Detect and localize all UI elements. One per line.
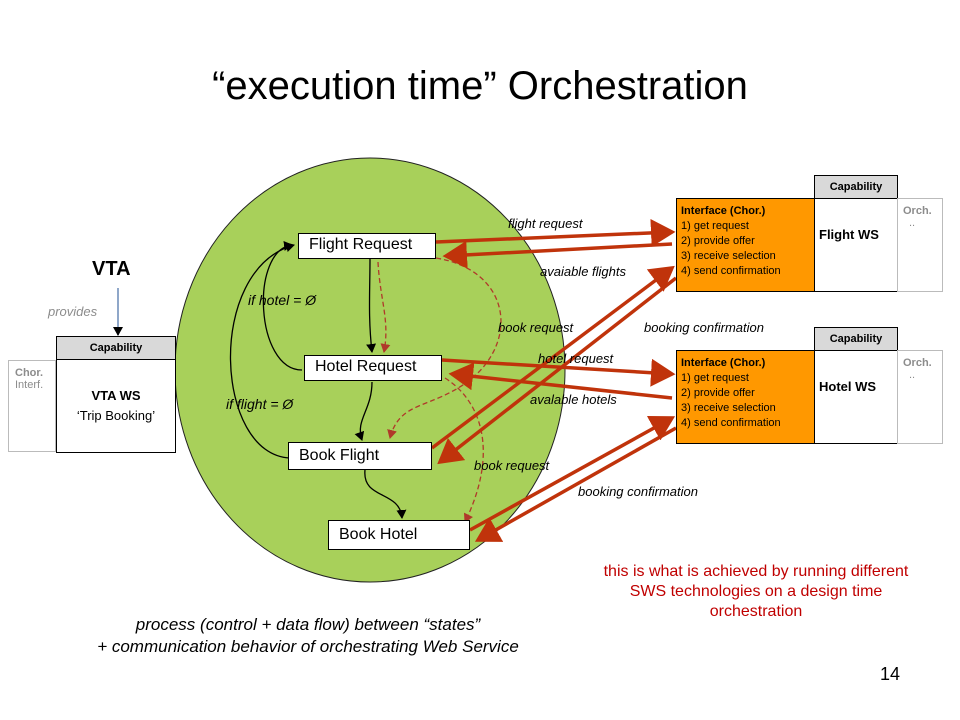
hotel-capability-tab: Capability — [814, 327, 898, 351]
hotel-booking-confirmation-arrow — [474, 426, 677, 542]
flight-orch-label: Orch. — [903, 205, 932, 217]
msg-book-request-hotel: book request — [474, 458, 550, 473]
control-flow-arrow — [364, 469, 407, 519]
page-number: 14 — [880, 664, 901, 684]
flight-step-2: 2) provide offer — [681, 235, 755, 247]
hotel-step-3: 3) receive selection — [681, 402, 776, 414]
available-flights-arrow — [442, 240, 673, 269]
state-flight-request: Flight Request — [298, 233, 436, 259]
flight-interface-title: Interface (Chor.) — [681, 205, 766, 217]
flight-ws-name: Flight WS — [819, 227, 879, 242]
flight-step-1: 1) get request — [681, 220, 749, 232]
data-flow-arrow — [387, 257, 502, 439]
flight-orchestration-box: Orch. .. — [897, 198, 943, 292]
flight-interface-box: Interface (Chor.) 1) get request 2) prov… — [676, 198, 815, 292]
book-flight-request-arrow — [430, 265, 675, 450]
flight-request-arrow — [435, 218, 676, 247]
state-hotel-request: Hotel Request — [304, 355, 442, 381]
hotel-step-2: 2) provide offer — [681, 387, 755, 399]
flight-booking-confirmation-arrow — [437, 276, 678, 465]
condition-flight-empty: if flight = Ø — [226, 396, 294, 412]
flight-ws-box: Flight WS — [814, 198, 898, 292]
hotel-request-arrow — [441, 358, 676, 387]
condition-hotel-empty: if hotel = Ø — [248, 292, 317, 308]
hotel-orch-label: Orch. — [903, 357, 932, 369]
control-flow-arrow — [366, 257, 377, 353]
bottom-caption: process (control + data flow) between “s… — [28, 614, 588, 658]
vta-choreography-interface: Chor. Interf. — [8, 360, 56, 452]
hotel-orchestration-box: Orch. .. — [897, 350, 943, 444]
state-book-flight: Book Flight — [288, 442, 432, 470]
hotel-ws-box: Hotel WS — [814, 350, 898, 444]
data-flow-arrow — [377, 261, 391, 353]
msg-available-hotels: avalable hotels — [530, 392, 617, 407]
hotel-step-4: 4) send confirmation — [681, 417, 781, 429]
flight-step-4: 4) send confirmation — [681, 265, 781, 277]
control-flow-arrow — [354, 381, 373, 441]
msg-available-flights: avaiable flights — [540, 264, 626, 279]
flight-orch-dots: .. — [909, 217, 916, 229]
state-book-hotel: Book Hotel — [328, 520, 470, 550]
hotel-step-1: 1) get request — [681, 372, 749, 384]
chor-label: Chor. — [15, 367, 44, 379]
hotel-ws-name: Hotel WS — [819, 379, 877, 394]
vta-capability-tab: Capability — [56, 336, 176, 360]
slide-title: “execution time” Orchestration — [212, 64, 748, 108]
vta-ws-subtitle: ‘Trip Booking’ — [76, 408, 156, 423]
interf-label: Interf. — [15, 379, 44, 391]
msg-booking-confirmation-hotel: booking confirmation — [578, 484, 698, 499]
hotel-interface-box: Interface (Chor.) 1) get request 2) prov… — [676, 350, 815, 444]
msg-hotel-request: hotel request — [538, 351, 614, 366]
loop-if-flight-empty — [229, 242, 295, 459]
msg-book-request-flight: book request — [498, 320, 574, 335]
note-text: this is what is achieved by running diff… — [603, 563, 909, 620]
msg-booking-confirmation-flight: booking confirmation — [644, 320, 764, 335]
vta-ws-box: VTA WS ‘Trip Booking’ — [56, 359, 176, 453]
caption-line-2: + communication behavior of orchestratin… — [97, 637, 519, 656]
vta-label: VTA — [92, 258, 131, 280]
provides-label: provides — [48, 304, 98, 319]
hotel-orch-dots: .. — [909, 369, 916, 381]
hotel-interface-title: Interface (Chor.) — [681, 357, 766, 369]
available-hotels-arrow — [448, 362, 673, 400]
msg-flight-request: flight request — [508, 216, 583, 231]
flight-capability-tab: Capability — [814, 175, 898, 199]
flight-step-3: 3) receive selection — [681, 250, 776, 262]
book-hotel-request-arrow — [469, 415, 676, 532]
caption-line-1: process (control + data flow) between “s… — [135, 615, 481, 634]
vta-ws-name: VTA WS — [91, 388, 141, 403]
